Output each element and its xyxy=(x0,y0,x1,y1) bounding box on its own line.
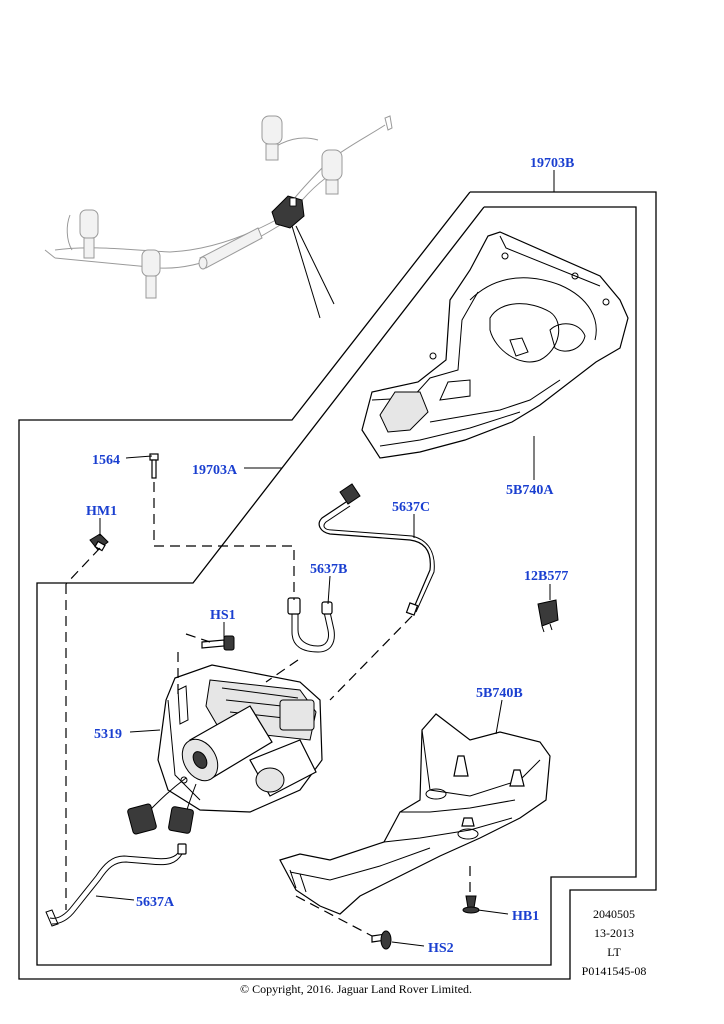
strut-rear-right xyxy=(141,249,161,299)
part-HM1-sensor xyxy=(89,533,109,552)
label-HS2: HS2 xyxy=(428,941,454,956)
label-leaders xyxy=(95,170,555,947)
ref-line-3: LT xyxy=(607,945,621,959)
part-12B577-relay xyxy=(537,599,559,633)
part-HB1-clip xyxy=(462,895,480,914)
ref-line-4: P0141545-08 xyxy=(582,964,647,978)
label-5637A: 5637A xyxy=(136,895,175,910)
part-1564-pin xyxy=(149,453,159,479)
part-5B740B-cover xyxy=(279,713,551,915)
ref-line-1: 2040505 xyxy=(593,907,635,921)
part-5637C-hose xyxy=(318,483,435,616)
label-5637C: 5637C xyxy=(392,500,430,515)
vehicle-overview xyxy=(44,115,393,319)
label-HS1: HS1 xyxy=(210,608,236,623)
label-5637B: 5637B xyxy=(310,562,347,577)
part-5637B-hose xyxy=(287,597,335,653)
label-HB1: HB1 xyxy=(512,909,539,924)
reference-block: 2040505 13-2013 LT P0141545-08 xyxy=(582,907,647,978)
strut-rear-left xyxy=(66,209,99,259)
reservoir-tank xyxy=(198,227,263,270)
boundary-19703A xyxy=(36,206,637,966)
label-HM1: HM1 xyxy=(86,504,117,519)
label-12B577: 12B577 xyxy=(524,569,568,584)
part-HS2-screw xyxy=(371,930,392,950)
label-5B740B: 5B740B xyxy=(476,686,523,701)
label-19703B: 19703B xyxy=(530,156,574,171)
part-5637A-pipe xyxy=(45,843,187,927)
compressor-location-highlight xyxy=(271,195,305,229)
part-5319-compressor xyxy=(127,664,323,835)
label-5B740A: 5B740A xyxy=(506,483,554,498)
label-19703A: 19703A xyxy=(192,463,238,478)
strut-front-left xyxy=(261,115,283,161)
ref-line-2: 13-2013 xyxy=(594,926,634,940)
label-5319: 5319 xyxy=(94,727,122,742)
copyright-notice: © Copyright, 2016. Jaguar Land Rover Lim… xyxy=(240,982,472,996)
boundary-19703B xyxy=(18,191,657,980)
label-1564: 1564 xyxy=(92,453,120,468)
strut-front-right xyxy=(321,149,343,195)
dashed-relations xyxy=(65,482,471,937)
part-HS1-screw xyxy=(201,635,235,651)
part-5B740A-cover xyxy=(361,231,629,459)
part-labels: 19703B 1564 19703A HM1 5B740A 5637C 5637… xyxy=(86,156,574,956)
